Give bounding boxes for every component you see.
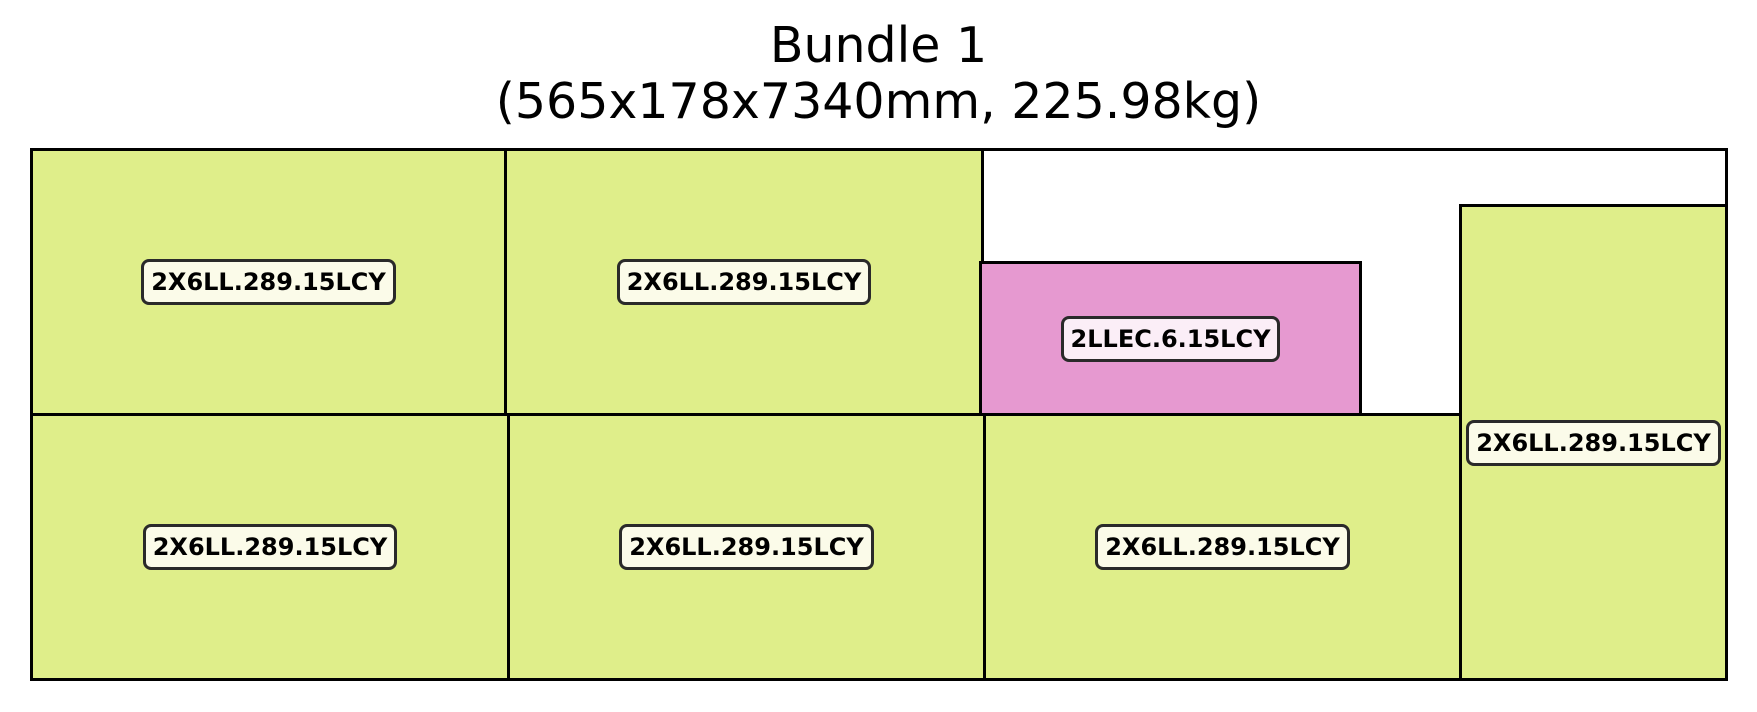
- piece-bottom-right: 2X6LL.289.15LCY: [983, 413, 1462, 681]
- piece-top-middle: 2X6LL.289.15LCY: [504, 148, 984, 416]
- piece-label: 2X6LL.289.15LCY: [616, 259, 872, 305]
- piece-bottom-left: 2X6LL.289.15LCY: [30, 413, 510, 681]
- piece-label: 2X6LL.289.15LCY: [1466, 419, 1721, 466]
- piece-label: 2X6LL.289.15LCY: [1095, 524, 1350, 570]
- title-line-1: Bundle 1: [769, 17, 988, 74]
- piece-pink: 2LLEC.6.15LCY: [979, 261, 1362, 416]
- piece-top-left: 2X6LL.289.15LCY: [30, 148, 507, 416]
- piece-label: 2X6LL.289.15LCY: [141, 259, 396, 305]
- title-line-2: (565x178x7340mm, 225.98kg): [495, 73, 1262, 130]
- piece-label: 2X6LL.289.15LCY: [142, 524, 398, 570]
- piece-label: 2LLEC.6.15LCY: [1060, 315, 1281, 362]
- piece-label: 2X6LL.289.15LCY: [619, 524, 874, 570]
- piece-bottom-middle: 2X6LL.289.15LCY: [507, 413, 986, 681]
- piece-tall-right: 2X6LL.289.15LCY: [1459, 204, 1728, 681]
- diagram-title: Bundle 1 (565x178x7340mm, 225.98kg): [0, 18, 1757, 130]
